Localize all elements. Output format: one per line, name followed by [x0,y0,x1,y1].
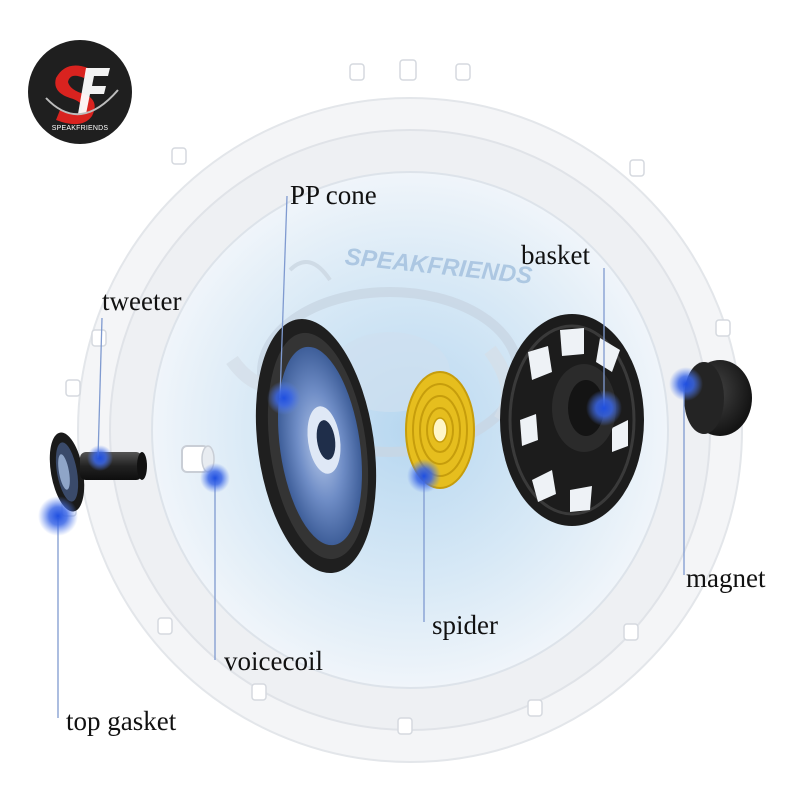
marker-spider [407,459,441,493]
leader-lines [57,195,685,718]
marker-basket [586,390,622,426]
basket-part [500,314,644,526]
spider-part [405,371,475,489]
marker-pp-cone [267,381,301,415]
marker-tweeter [87,445,113,471]
label-tweeter: tweeter [102,286,182,316]
logo-caption: SPEAKFRIENDS [52,125,109,132]
label-magnet: magnet [686,563,766,593]
label-pp-cone: PP cone [290,180,377,210]
label-basket: basket [521,240,590,270]
marker-voicecoil [200,463,230,493]
label-spider: spider [432,610,498,640]
marker-magnet [669,367,703,401]
speakfriends-logo: SPEAKFRIENDS [28,40,132,144]
voicecoil-part [181,445,215,473]
part-markers [38,367,703,536]
marker-top-gasket [38,496,78,536]
label-voicecoil: voicecoil [224,646,323,676]
label-top-gasket: top gasket [66,706,177,736]
